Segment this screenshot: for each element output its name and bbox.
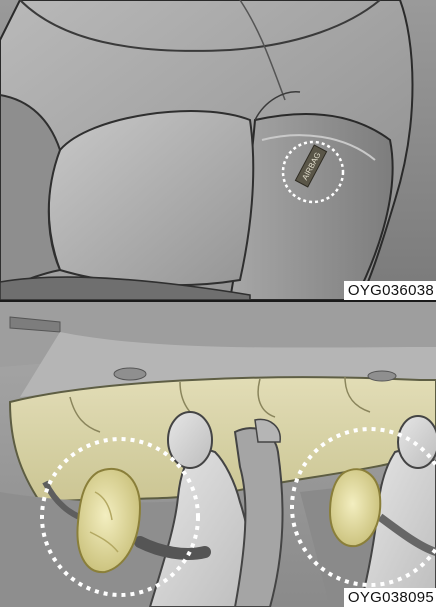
passenger-airbag — [330, 469, 380, 546]
seat-illustration: AIRBAG — [0, 0, 436, 300]
cabin-illustration — [0, 302, 436, 607]
figure-code: OYG036038 — [344, 281, 436, 300]
seat-airbag-label-figure: AIRBAG OYG036038 — [0, 0, 436, 300]
front-airbag-deployment-figure: OYG038095 — [0, 302, 436, 607]
seat-pad — [49, 111, 254, 285]
figure-code: OYG038095 — [344, 588, 436, 607]
